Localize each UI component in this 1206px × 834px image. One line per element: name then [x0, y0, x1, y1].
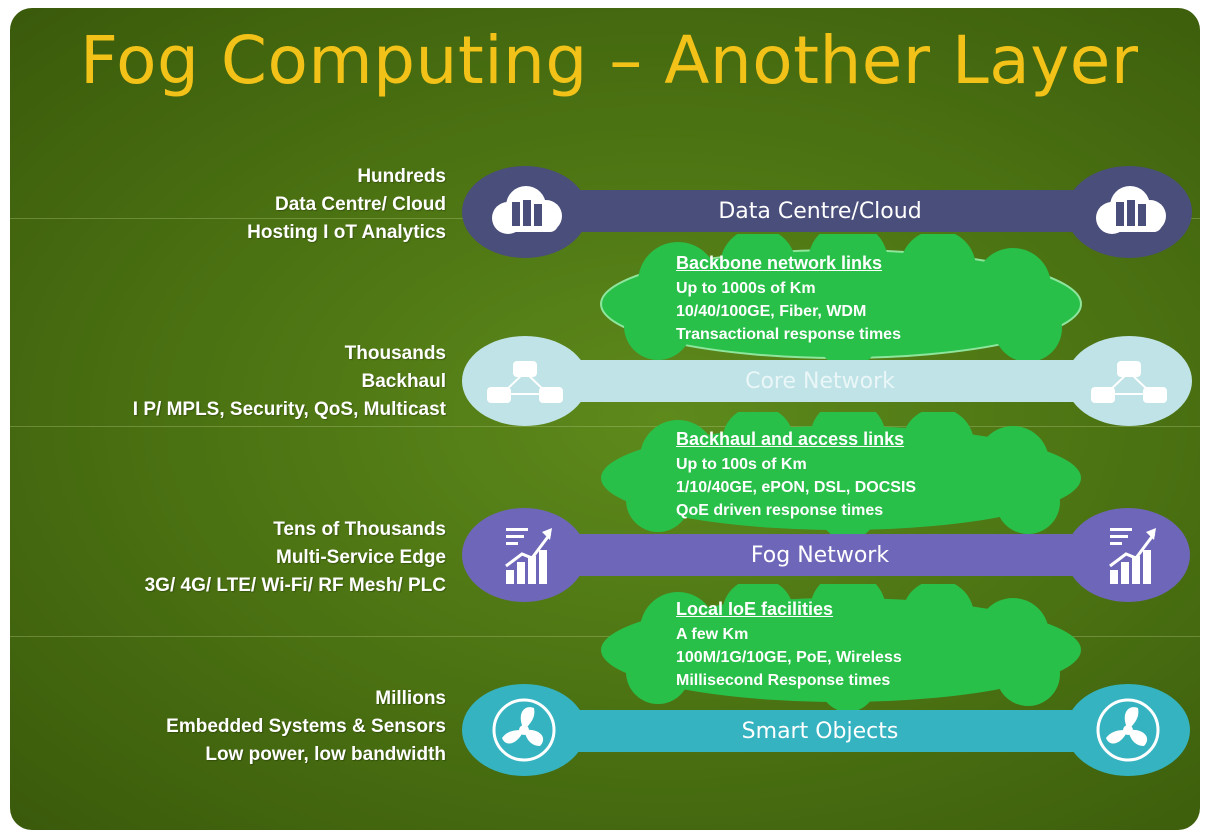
band-label: Core Network: [745, 368, 895, 394]
server-cloud-icon: [462, 166, 588, 258]
separator-line: [10, 636, 1200, 637]
tier-label-core: Thousands Backhaul I P/ MPLS, Security, …: [133, 340, 446, 424]
link-cloud-backhaul: [601, 412, 1081, 538]
link-text-backbone: Backbone network links Up to 1000s of Km…: [676, 250, 901, 346]
link-line: A few Km: [676, 626, 749, 643]
tier-label-cloud: Hundreds Data Centre/ Cloud Hosting I oT…: [247, 163, 446, 247]
tier-label-fog: Tens of Thousands Multi-Service Edge 3G/…: [145, 516, 446, 600]
link-line: Transactional response times: [676, 326, 901, 343]
tier-count: Tens of Thousands: [273, 519, 446, 540]
link-line: 100M/1G/10GE, PoE, Wireless: [676, 649, 902, 666]
growth-chart-icon: [462, 508, 586, 602]
server-cloud-icon: [1066, 166, 1192, 258]
band-data-centre-cloud: Data Centre/Cloud: [520, 190, 1120, 232]
separator-line: [10, 426, 1200, 427]
network-nodes-icon: [1066, 336, 1192, 426]
growth-chart-icon: [1066, 508, 1190, 602]
fan-icon: [462, 684, 586, 776]
link-cloud-backbone: [600, 234, 1082, 366]
band-fog-network: Fog Network: [520, 534, 1120, 576]
tier-detail: Low power, low bandwidth: [205, 744, 446, 765]
link-text-local: Local IoE facilities A few Km 100M/1G/10…: [676, 596, 902, 692]
tier-count: Millions: [375, 688, 446, 709]
band-label: Smart Objects: [741, 718, 899, 744]
band-label: Fog Network: [750, 542, 890, 568]
link-cloud-local: [601, 584, 1081, 710]
link-line: 10/40/100GE, Fiber, WDM: [676, 303, 867, 320]
tier-count: Thousands: [344, 343, 446, 364]
tier-role: Backhaul: [361, 371, 446, 392]
link-heading: Backbone network links: [676, 253, 883, 273]
tier-label-smart: Millions Embedded Systems & Sensors Low …: [166, 685, 446, 769]
fan-icon: [1066, 684, 1190, 776]
tier-role: Multi-Service Edge: [276, 547, 446, 568]
link-line: Millisecond Response times: [676, 672, 891, 689]
band-smart-objects: Smart Objects: [520, 710, 1120, 752]
band-label: Data Centre/Cloud: [718, 198, 922, 224]
slide-background: [10, 8, 1200, 830]
link-text-backhaul: Backhaul and access links Up to 100s of …: [676, 426, 916, 522]
link-line: Up to 1000s of Km: [676, 280, 816, 297]
tier-detail: I P/ MPLS, Security, QoS, Multicast: [132, 399, 446, 420]
network-nodes-icon: [462, 336, 588, 426]
link-heading: Backhaul and access links: [676, 429, 905, 449]
tier-detail: 3G/ 4G/ LTE/ Wi-Fi/ RF Mesh/ PLC: [144, 575, 446, 596]
link-line: 1/10/40GE, ePON, DSL, DOCSIS: [676, 479, 917, 496]
tier-role: Data Centre/ Cloud: [274, 194, 446, 215]
link-line: QoE driven response times: [676, 502, 884, 519]
slide-title: Fog Computing – Another Layer: [80, 22, 1139, 99]
tier-count: Hundreds: [357, 166, 446, 187]
band-core-network: Core Network: [520, 360, 1120, 402]
tier-detail: Hosting I oT Analytics: [247, 222, 446, 243]
link-line: Up to 100s of Km: [676, 456, 807, 473]
link-heading: Local IoE facilities: [676, 599, 834, 619]
tier-role: Embedded Systems & Sensors: [166, 716, 446, 737]
